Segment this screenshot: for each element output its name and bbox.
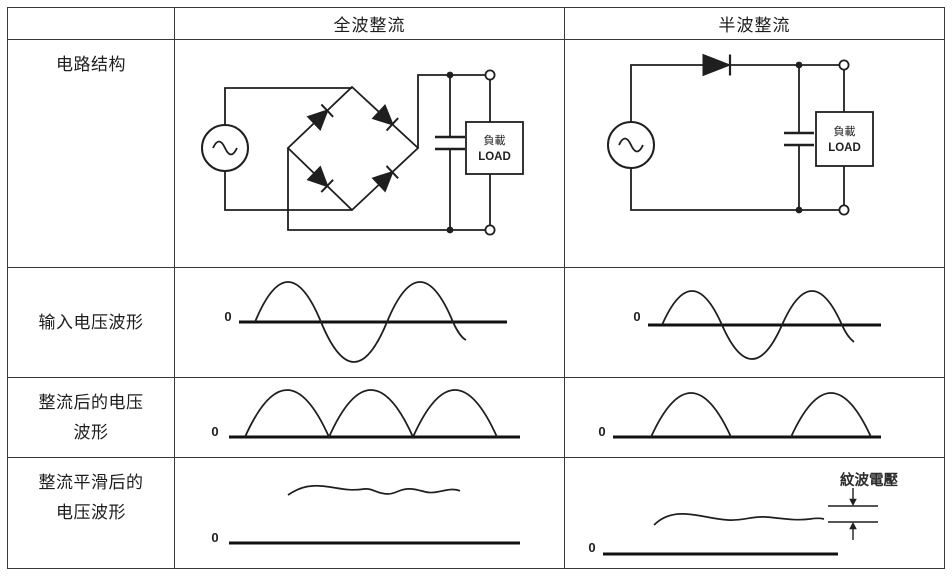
zero-label: 0 [598,424,605,439]
zero-label: 0 [633,309,640,324]
row-label-circuit: 电路结构 [8,40,175,268]
half-wave-circuit-diagram: 負載 LOAD [606,53,874,216]
wire-positive-rail [417,74,490,148]
terminal-bottom [837,204,849,216]
cell-half-wave-rectified: 0 [565,378,944,458]
ripple-wave [287,484,461,496]
cell-half-wave-smoothed: 紋波電壓 0 [565,458,944,568]
ripple-voltage-label: 紋波電壓 [840,471,898,489]
zero-label: 0 [224,309,231,324]
ac-source [201,124,249,172]
junction-dot [446,226,454,234]
header-half-wave: 半波整流 [565,8,944,40]
row-label-smoothed-text: 整流平滑后的电压波形 [38,473,144,522]
ripple-annotation [827,488,878,540]
diode-icon [371,165,399,193]
half-wave-rectified-waveform: 0 [598,392,881,439]
terminal-top [837,59,849,71]
cell-full-wave-smoothed: 0 [175,458,565,568]
junction-dot [446,71,454,79]
junction-dot [795,206,802,214]
bridge-diodes [306,103,399,193]
full-wave-smoothed-waveform: 0 [211,484,520,545]
cell-half-wave-input: 0 [565,268,944,378]
header-empty-cell [8,8,175,40]
row-label-circuit-text: 电路结构 [56,55,126,74]
rectified-wave [649,392,872,438]
cell-full-wave-input: 0 [175,268,565,378]
header-full-wave-label: 全波整流 [333,16,406,35]
load-label-cn: 負載 [484,134,506,147]
row-label-smoothed: 整流平滑后的电压波形 [8,458,175,568]
wire-negative-rail [287,148,490,231]
row-label-rectified-text: 整流后的电压波形 [38,392,144,442]
diode-icon [306,103,334,132]
header-half-wave-label: 半波整流 [718,16,791,35]
row-label-input-text: 输入电压波形 [38,312,144,332]
arrowhead-down-icon [848,498,857,506]
arrowhead-up-icon [848,522,857,530]
cell-full-wave-circuit: 負載 LOAD [175,40,565,268]
cell-full-wave-rectified: 0 [175,378,565,458]
sine-wave [660,290,855,360]
cell-half-wave-circuit: 負載 LOAD [565,40,944,268]
half-wave-smoothed-waveform: 紋波電壓 0 [588,471,898,556]
zero-label: 0 [588,540,595,555]
bridge-diamond [286,85,420,212]
load-label-cn: 負載 [833,125,855,138]
ac-source [606,121,655,169]
junction-dot [795,61,802,69]
terminal-bottom [484,224,496,236]
capacitor [783,65,814,210]
wire-top [629,64,703,122]
terminal-top [484,69,496,81]
sine-wave [254,281,467,363]
row-label-rectified: 整流后的电压波形 [8,378,175,458]
load-box [465,121,524,175]
header-full-wave: 全波整流 [175,8,565,40]
diode-icon [371,103,399,132]
wire-top-ac [224,87,352,125]
diode-icon [306,165,334,193]
comparison-table: 全波整流 半波整流 电路结构 [7,7,945,569]
load-box [814,111,874,167]
capacitor [435,75,465,230]
wire-bottom [629,168,844,211]
full-wave-circuit-diagram: 負載 LOAD [201,69,524,236]
load-label-en: LOAD [478,151,511,163]
sine-symbol [212,140,238,156]
full-wave-rectified-waveform: 0 [211,389,520,440]
load-label-en: LOAD [828,142,861,154]
zero-label: 0 [211,424,218,439]
zero-label: 0 [211,530,218,545]
ripple-wave [652,513,824,526]
sine-symbol [617,137,644,153]
row-label-input: 输入电压波形 [8,268,175,378]
rectified-wave [244,389,498,440]
wire-bottom-ac [224,171,352,211]
full-wave-input-waveform: 0 [224,281,507,363]
diode-icon [702,53,731,77]
half-wave-input-waveform: 0 [633,290,881,360]
